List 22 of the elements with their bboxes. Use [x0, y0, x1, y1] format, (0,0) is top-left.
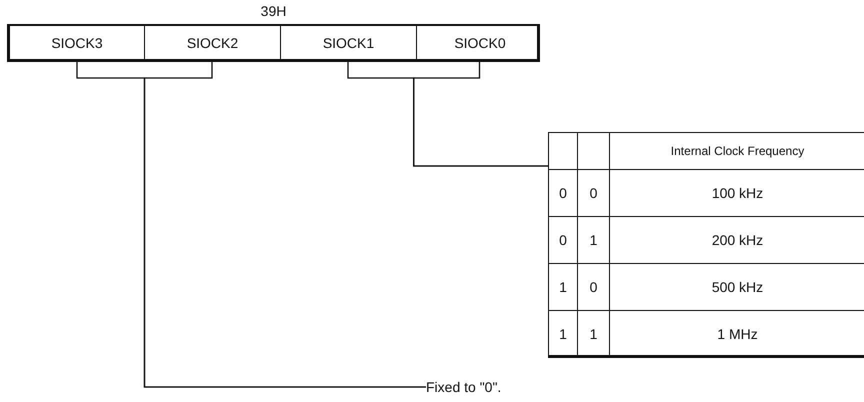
note-text: Fixed to "0". — [426, 378, 502, 396]
table-cell: 0 — [590, 279, 598, 295]
table-cell: 200 kHz — [712, 232, 764, 248]
frequency-table — [548, 132, 864, 358]
table-cell: 1 MHz — [717, 326, 758, 342]
table-cell: 500 kHz — [712, 279, 764, 295]
bit-field: SIOCK2 — [144, 26, 280, 60]
table-cell: 0 — [559, 185, 567, 201]
connector-line — [144, 60, 426, 388]
table-cell: 100 kHz — [712, 185, 764, 201]
table-cell: 0 — [590, 185, 598, 201]
bit-field: SIOCK3 — [10, 26, 144, 60]
register-address: 39H — [260, 2, 288, 20]
connector-line — [413, 60, 548, 167]
table-cell: 0 — [559, 232, 567, 248]
table-cell: 1 — [559, 326, 567, 342]
table-cell: 1 — [590, 232, 598, 248]
bit-field: SIOCK1 — [280, 26, 416, 60]
table-cell: Internal Clock Frequency — [670, 144, 804, 158]
bit-field: SIOCK0 — [416, 26, 543, 60]
table-cell: 1 — [559, 279, 567, 295]
table-cell: 1 — [590, 326, 598, 342]
